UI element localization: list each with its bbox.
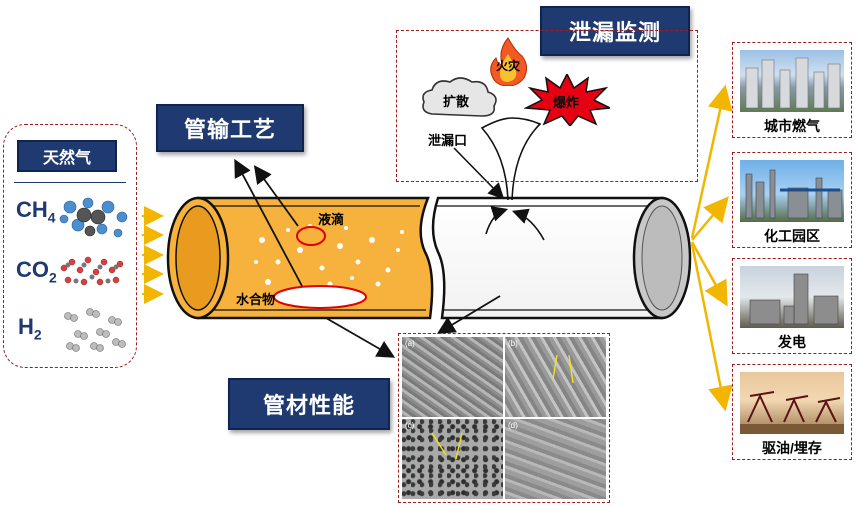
micrograph-a: (a) [402, 337, 503, 417]
transport-process-title-text: 管输工艺 [183, 117, 276, 142]
micrograph-c: (c) [402, 419, 503, 499]
h2-molecule-icon [64, 308, 126, 352]
gas-h2-label: H2 [18, 314, 42, 343]
pipe-performance-arrows [325, 295, 501, 358]
droplet-ring [296, 226, 326, 246]
spread-label: 扩散 [443, 94, 470, 109]
micrograph-panel [398, 333, 610, 503]
micrograph-c-tag: (c) [405, 421, 415, 430]
explosion-icon [524, 74, 610, 126]
explosion-label: 爆炸 [553, 95, 580, 110]
leak-monitoring-title-text: 泄漏监测 [568, 20, 661, 45]
city-buildings-icon [745, 57, 841, 109]
pipe-right-segment [431, 196, 692, 320]
natural-gas-panel [3, 124, 137, 368]
power-image [740, 266, 844, 328]
application-arrows [690, 84, 733, 412]
city-gas-label: 城市燃气 [764, 118, 820, 134]
droplet-label: 液滴 [318, 212, 345, 227]
hydrate-deposit [273, 285, 367, 309]
chemical-plant-icon [745, 169, 843, 219]
gas-divider [14, 182, 126, 183]
gas-inflow-arrows [142, 206, 164, 304]
leak-port-label: 泄漏口 [428, 133, 468, 148]
micrograph-d-tag: (d) [508, 421, 518, 430]
application-city-gas: 城市燃气 [732, 42, 852, 138]
natural-gas-title: 天然气 [17, 140, 117, 172]
leak-monitoring-title: 泄漏监测 [540, 6, 690, 56]
leak-jet [480, 117, 545, 241]
power-label: 发电 [778, 334, 806, 350]
fire-icon [490, 37, 528, 86]
transport-process-arrows [234, 158, 303, 287]
ch4-molecule-icon [59, 197, 128, 238]
micrograph-b-markers [552, 354, 574, 384]
fire-label: 火灾 [496, 59, 521, 73]
leak-port-arrow [453, 147, 505, 200]
power-plant-icon [749, 273, 839, 325]
micrograph-c-markers [431, 432, 463, 460]
micrograph-b-tag: (b) [508, 339, 518, 348]
pipe-performance-title: 管材性能 [228, 378, 390, 430]
spread-cloud-icon [422, 77, 497, 117]
city-gas-image [740, 50, 844, 112]
chemical-park-image [740, 160, 844, 222]
chemical-park-label: 化工园区 [764, 228, 820, 244]
gas-co2-label: CO2 [16, 257, 57, 286]
transport-process-title: 管输工艺 [156, 104, 304, 152]
oil-storage-label: 驱油/埋存 [762, 440, 822, 456]
gas-ch4-label: CH4 [16, 197, 56, 226]
liquid-droplets [254, 224, 404, 287]
pipe-performance-title-text: 管材性能 [262, 393, 355, 418]
pumpjack-icon [740, 391, 844, 434]
application-oil-storage: 驱油/埋存 [732, 364, 852, 460]
hydrate-label: 水合物 [236, 292, 276, 307]
co2-molecule-icon [60, 256, 124, 286]
application-power: 发电 [732, 258, 852, 354]
leak-monitoring-panel [396, 30, 698, 182]
natural-gas-title-text: 天然气 [42, 150, 91, 167]
micrograph-a-tag: (a) [405, 339, 415, 348]
micrograph-d: (d) [505, 419, 606, 499]
oil-storage-image [740, 372, 844, 434]
pipe-left-segment [166, 196, 434, 320]
micrograph-b: (b) [505, 337, 606, 417]
application-chemical-park: 化工园区 [732, 152, 852, 248]
